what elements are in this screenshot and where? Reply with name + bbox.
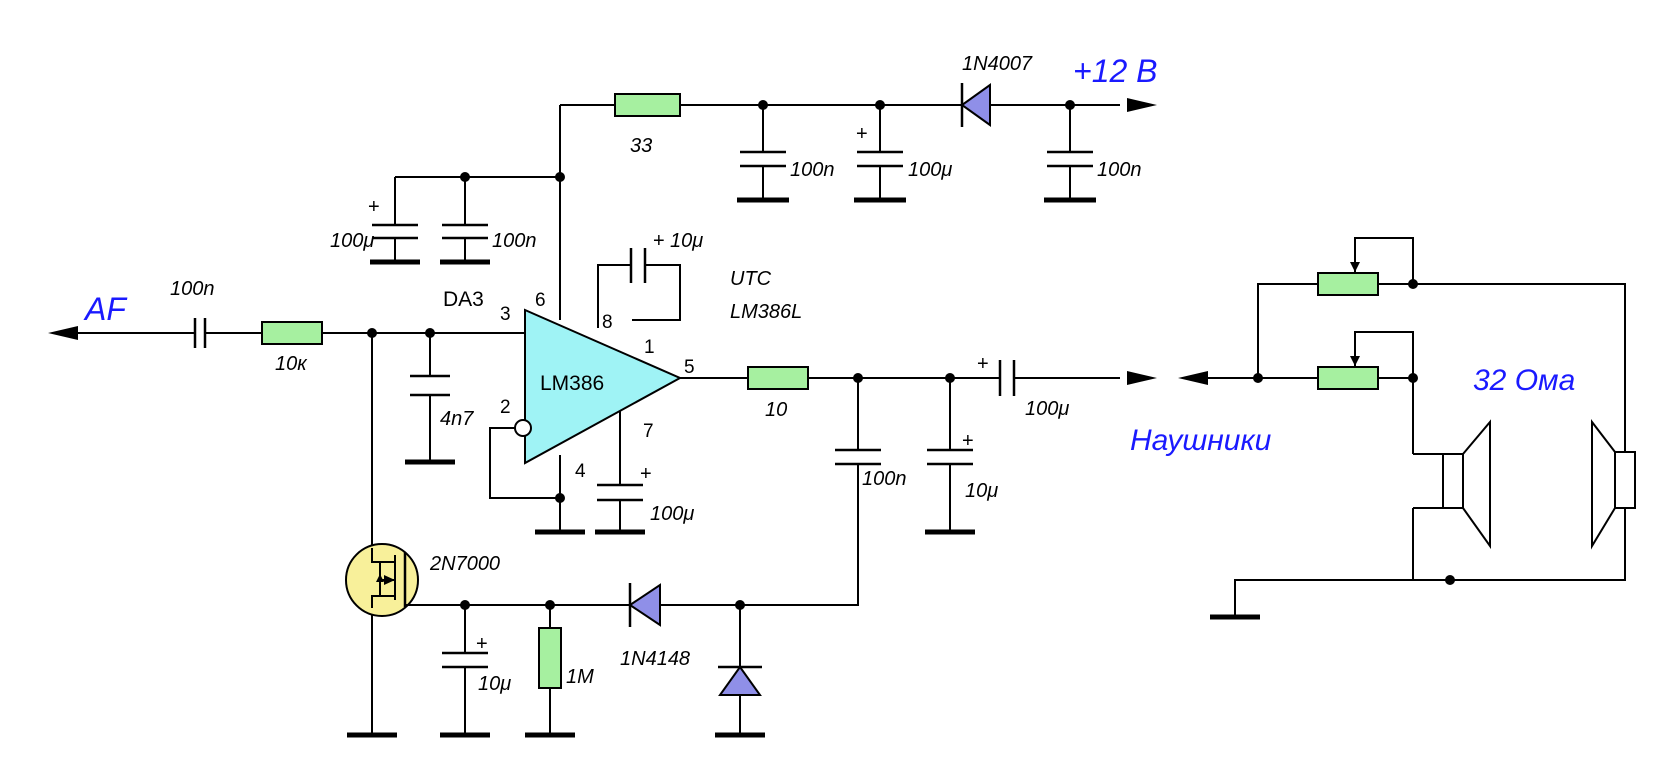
potentiometer-lower bbox=[1317, 366, 1379, 390]
capacitor-supply-100n-a bbox=[737, 150, 789, 203]
value-c-sup-100n-b: 100n bbox=[1097, 159, 1142, 181]
pin-label-5: 5 bbox=[684, 357, 695, 378]
plus-dec-100u: + bbox=[368, 196, 380, 218]
value-c-det-10u: 10μ bbox=[478, 673, 511, 695]
supply-arrow bbox=[1127, 98, 1157, 112]
resistor-10k bbox=[261, 321, 323, 345]
value-c-sup-100u: 100μ bbox=[908, 159, 952, 181]
capacitor-decoupling-100n bbox=[440, 223, 490, 265]
value-r-det: 1M bbox=[566, 666, 594, 688]
ic-ref-label: DA3 bbox=[443, 288, 484, 311]
capacitor-zobel-100n bbox=[835, 448, 881, 466]
capacitor-detector-10u bbox=[442, 651, 488, 669]
value-c-zobel: 100n bbox=[862, 468, 907, 490]
resistor-1m bbox=[538, 627, 562, 689]
value-c-bypass: 100μ bbox=[650, 503, 694, 525]
plus-sup-100u: + bbox=[856, 123, 868, 145]
ic-part-label: LM386L bbox=[730, 301, 802, 323]
value-c-dec-100u: 100μ bbox=[330, 230, 374, 252]
capacitor-decoupling-100u bbox=[370, 223, 420, 265]
arrows bbox=[48, 98, 1208, 385]
capacitor-output-10u bbox=[925, 448, 975, 535]
capacitors bbox=[193, 150, 1260, 738]
diode-detect-label: 1N4148 bbox=[620, 648, 690, 670]
pin-label-6: 6 bbox=[535, 290, 546, 311]
diode-detector-shunt bbox=[718, 665, 762, 696]
lm386-triangle bbox=[524, 308, 683, 465]
pot-upper-wiper bbox=[1350, 262, 1360, 272]
resistors bbox=[261, 93, 1379, 689]
pin-label-8: 8 bbox=[602, 312, 613, 333]
pin-label-3: 3 bbox=[500, 304, 511, 325]
value-c-sup-100n-a: 100n bbox=[790, 159, 835, 181]
value-c-4n7: 4n7 bbox=[440, 408, 474, 430]
wires bbox=[75, 104, 1626, 735]
potentiometer-upper bbox=[1317, 272, 1379, 296]
mosfet-2n7000 bbox=[345, 543, 420, 617]
junction-dots bbox=[367, 100, 1455, 610]
af-input-arrow bbox=[48, 326, 78, 340]
capacitor-4n7 bbox=[405, 374, 455, 465]
pin-label-7: 7 bbox=[643, 421, 654, 442]
plus-bypass: + bbox=[640, 463, 652, 485]
af-label: AF bbox=[83, 291, 128, 327]
pot-lower-wiper bbox=[1350, 356, 1360, 366]
text-labels: AF +12 В Наушники 32 Ома DA3 LM386 UTC L… bbox=[83, 53, 1575, 695]
impedance-label: 32 Ома bbox=[1473, 364, 1575, 397]
value-c-out-100u: 100μ bbox=[1025, 398, 1069, 420]
diode-1n4007 bbox=[940, 83, 991, 127]
ic-name-label: LM386 bbox=[540, 372, 604, 395]
value-c-gain: 10μ bbox=[670, 230, 703, 252]
speaker-right bbox=[1591, 419, 1636, 550]
plus-out-10u: + bbox=[962, 430, 974, 452]
headphone-speakers bbox=[1413, 419, 1636, 550]
capacitor-supply-100u bbox=[854, 150, 906, 203]
capacitor-input bbox=[193, 318, 207, 348]
value-r-in: 10к bbox=[275, 353, 308, 375]
value-c-out-10u: 10μ bbox=[965, 480, 998, 502]
speaker-left bbox=[1413, 419, 1491, 550]
capacitor-supply-100n-b bbox=[1044, 150, 1096, 203]
value-c-dec-100n: 100n bbox=[492, 230, 537, 252]
plus-gain: + bbox=[653, 230, 665, 252]
plus-out-100u: + bbox=[977, 353, 989, 375]
value-c-in: 100n bbox=[170, 278, 215, 300]
supply-voltage-label: +12 В bbox=[1073, 53, 1158, 89]
output-arrow bbox=[1127, 371, 1157, 385]
value-r-out: 10 bbox=[765, 399, 787, 421]
lm386-amplifier bbox=[514, 308, 683, 465]
diode-1n4148 bbox=[620, 583, 661, 627]
lm386-pin2-bubble bbox=[514, 419, 532, 437]
capacitor-bypass-100u bbox=[595, 483, 645, 535]
ic-maker-label: UTC bbox=[730, 268, 772, 290]
pin-label-1: 1 bbox=[644, 337, 655, 358]
pin-label-2: 2 bbox=[500, 397, 511, 418]
value-r-33: 33 bbox=[630, 135, 652, 157]
capacitor-output-100u bbox=[998, 360, 1016, 396]
pin-label-4: 4 bbox=[575, 461, 586, 482]
headphones-label: Наушники bbox=[1130, 424, 1272, 457]
plus-det-10u: + bbox=[476, 633, 488, 655]
resistor-33 bbox=[614, 93, 681, 117]
mosfet-label: 2N7000 bbox=[429, 553, 500, 575]
resistor-10 bbox=[747, 366, 809, 390]
headphones-in-arrow bbox=[1178, 371, 1208, 385]
diode-supply-label: 1N4007 bbox=[962, 53, 1033, 75]
capacitor-gain-10u bbox=[629, 248, 647, 283]
diodes bbox=[620, 83, 991, 696]
